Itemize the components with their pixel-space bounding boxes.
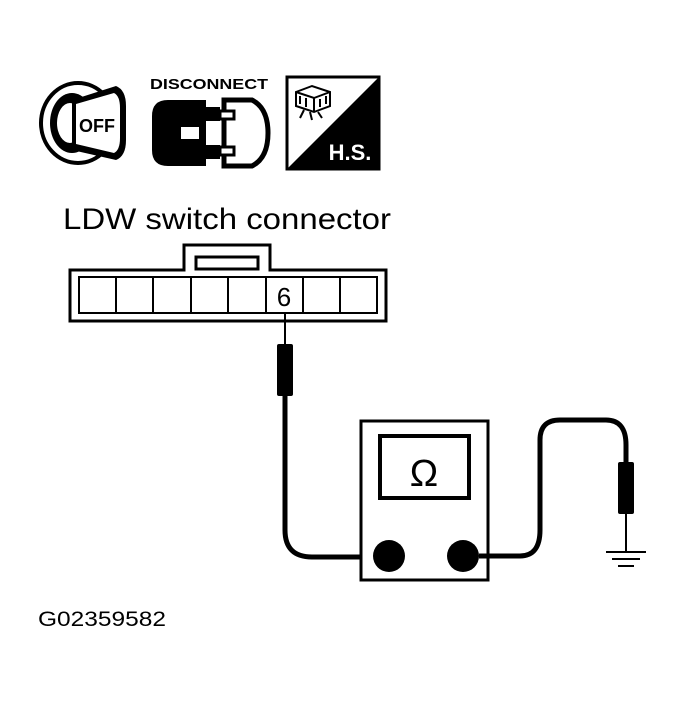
- meter-jack-left: [373, 540, 405, 572]
- harness-side-icon: H.S.: [285, 75, 381, 171]
- connector-drawing: 6: [68, 243, 388, 323]
- figure-id: G02359582: [38, 608, 166, 631]
- test-probe-left: [277, 313, 368, 560]
- harness-side-label: H.S.: [329, 140, 372, 165]
- terminal-6-label: 6: [277, 282, 291, 312]
- connector-lock-tab: [194, 255, 260, 271]
- ignition-key-icon: OFF: [39, 81, 126, 165]
- ohmmeter-icon: Ω: [359, 419, 490, 582]
- ignition-off-label: OFF: [79, 116, 115, 136]
- ground-icon: [606, 551, 646, 567]
- ohm-symbol: Ω: [410, 453, 438, 495]
- connector-disconnect-icon: DISCONNECT: [150, 76, 271, 169]
- connector-title: LDW switch connector: [63, 203, 391, 236]
- meter-jack-right: [447, 540, 479, 572]
- test-probe-right: [479, 417, 634, 559]
- disconnect-label: DISCONNECT: [150, 76, 268, 93]
